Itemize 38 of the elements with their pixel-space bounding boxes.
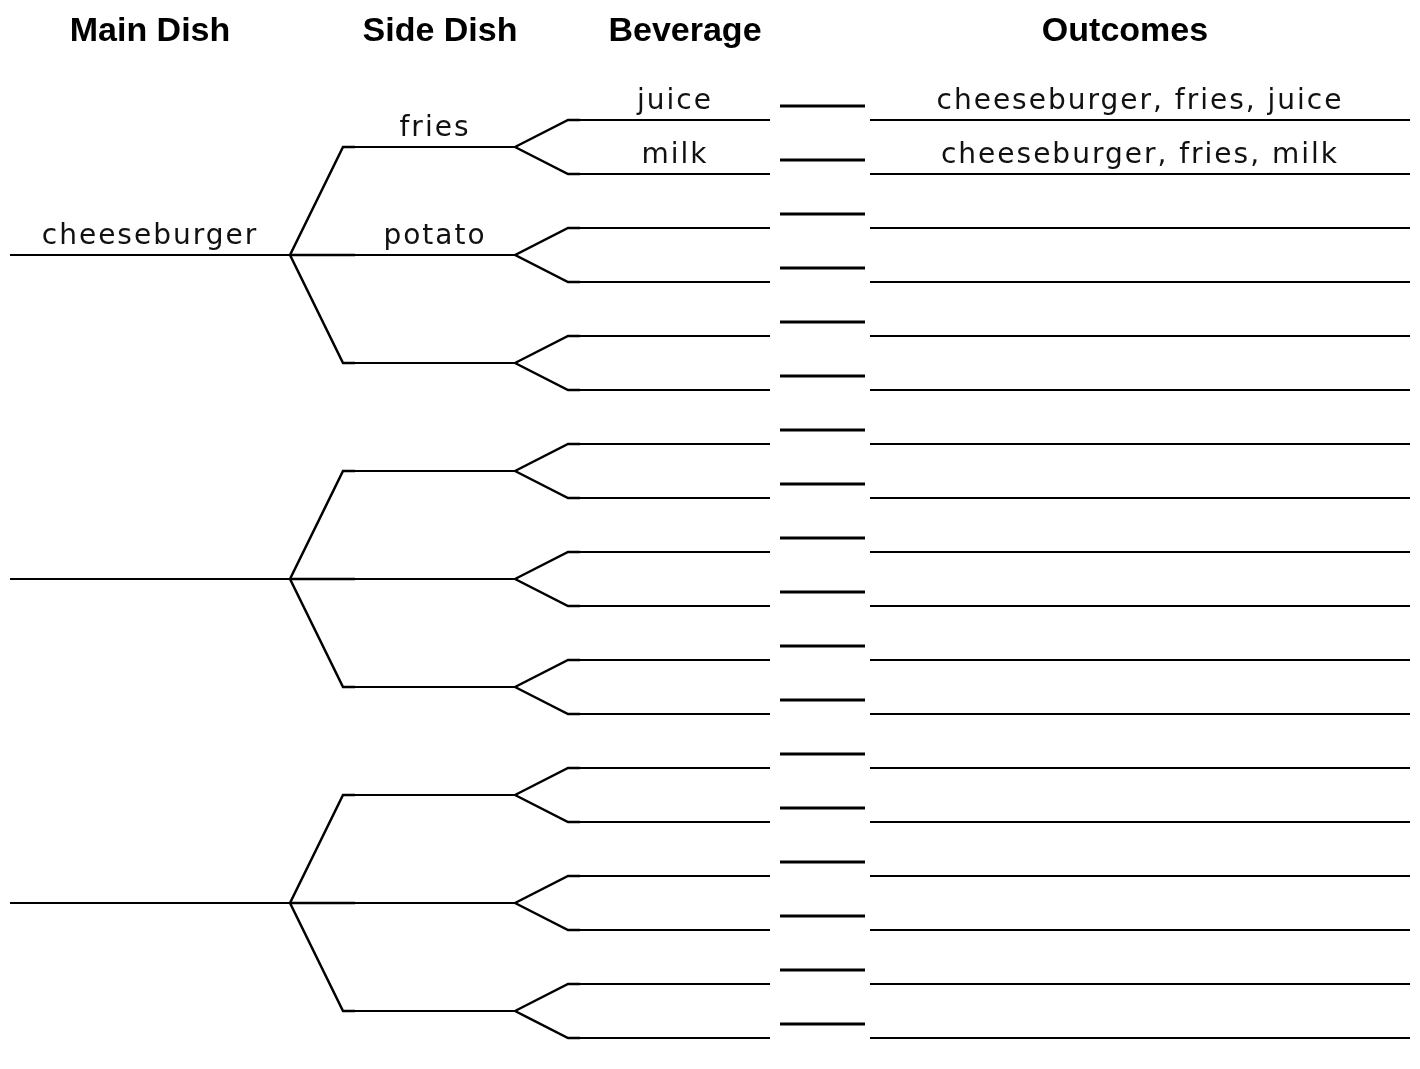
- branch-line: [514, 361, 580, 392]
- answer-text: cheeseburger, fries, milk: [940, 137, 1340, 172]
- answer-text: cheeseburger: [41, 218, 259, 253]
- branch-line: [514, 982, 580, 1013]
- column-heading: Main Dish: [69, 10, 231, 49]
- branch-line: [288, 469, 355, 580]
- branch-line: [514, 469, 580, 500]
- answer-text: milk: [641, 137, 709, 172]
- branch-line: [288, 145, 355, 256]
- answer-text: cheeseburger, fries, juice: [936, 83, 1344, 118]
- column-heading: Beverage: [608, 10, 762, 49]
- branch-line: [290, 577, 355, 581]
- branch-line: [514, 550, 580, 581]
- answer-text: juice: [637, 83, 713, 118]
- column-heading: Side Dish: [362, 10, 518, 49]
- branch-line: [514, 685, 580, 716]
- branch-line: [514, 658, 580, 689]
- answer-text: potato: [383, 218, 487, 253]
- branch-line: [514, 766, 580, 797]
- branch-line: [290, 901, 355, 905]
- branch-line: [514, 1009, 580, 1040]
- branch-line: [514, 442, 580, 473]
- branch-line: [288, 793, 355, 904]
- branch-line: [288, 902, 355, 1013]
- branch-line: [288, 578, 355, 689]
- branch-line: [514, 577, 580, 608]
- branch-line: [514, 118, 580, 149]
- branch-line: [514, 334, 580, 365]
- branch-line: [514, 793, 580, 824]
- branch-line: [290, 253, 355, 257]
- branch-line: [514, 226, 580, 257]
- column-heading: Outcomes: [1041, 10, 1209, 49]
- branch-line: [514, 253, 580, 284]
- branch-line: [514, 901, 580, 932]
- branch-line: [288, 254, 355, 365]
- branch-line: [514, 874, 580, 905]
- branch-line: [514, 145, 580, 176]
- answer-text: fries: [399, 110, 471, 145]
